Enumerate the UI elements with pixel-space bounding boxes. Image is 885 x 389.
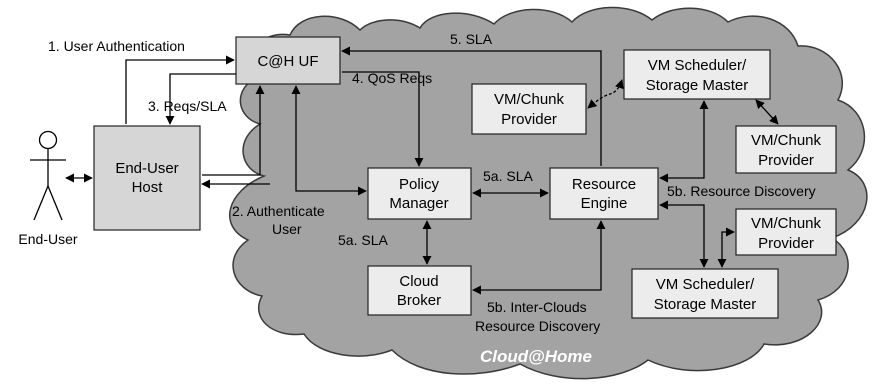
policy-manager-box [367, 167, 472, 220]
resource-engine-box [549, 167, 659, 220]
sla-5a-left-label: 5a. SLA [338, 232, 388, 248]
actor-label: End-User [18, 231, 77, 247]
engine-scheduler1-arrow [659, 100, 709, 183]
qos-reqs-label: 4. QoS Reqs [352, 70, 432, 86]
sla-arrow [341, 46, 602, 166]
vm-scheduler-2-label-1: VM Scheduler/ [656, 276, 755, 293]
cloud-title: Cloud@Home [480, 347, 592, 366]
scheduler1-provider2-arrow [755, 99, 779, 125]
vm-chunk-provider-1-label-1: VM/Chunk [494, 91, 565, 108]
host-to-uf-arrow [202, 85, 265, 176]
scheduler2-provider3-arrow [717, 227, 735, 268]
user-auth-label: 1. User Authentication [48, 38, 185, 54]
resource-discovery-label: 5b. Resource Discovery [667, 183, 816, 199]
vm-scheduler-1-label-2: Storage Master [646, 77, 749, 94]
vm-chunk-provider-1-box [471, 83, 587, 135]
policy-manager-label-1: Policy [399, 176, 440, 193]
vm-chunk-provider-3-label-1: VM/Chunk [751, 215, 822, 232]
sla-5a-top-label: 5a. SLA [483, 168, 533, 184]
vm-chunk-provider-1-label-2: Provider [501, 111, 557, 128]
vm-chunk-provider-2-label-2: Provider [758, 152, 814, 169]
end-user-host-label-2: Host [132, 179, 164, 196]
cloud-broker-label-2: Broker [397, 292, 441, 309]
engine-scheduler2-arrow [659, 200, 709, 268]
authenticate-user-label-1: 2. Authenticate [232, 203, 325, 219]
vm-chunk-provider-3-label-2: Provider [758, 235, 814, 252]
vm-chunk-provider-2-box [735, 125, 837, 174]
resource-engine-label-2: Engine [581, 195, 628, 212]
user-auth-arrow [125, 55, 235, 124]
broker-engine-arrow [472, 220, 606, 295]
cloud-broker-box [367, 265, 472, 316]
end-user-host-label-1: End-User [115, 160, 178, 177]
uf-policy-arrow [291, 85, 367, 196]
vm-chunk-provider-3-box [735, 208, 837, 256]
vm-scheduler-2-box [631, 268, 779, 319]
cloud-broker-label-1: Cloud [399, 273, 438, 290]
ch-uf-label: C@H UF [257, 53, 318, 70]
vm-chunk-provider-2-label-1: VM/Chunk [751, 132, 822, 149]
resource-engine-label-1: Resource [572, 176, 636, 193]
policy-manager-label-2: Manager [389, 195, 448, 212]
vm-scheduler-2-label-2: Storage Master [654, 296, 757, 313]
end-user-actor [30, 130, 66, 221]
reqs-sla-label: 3. Reqs/SLA [148, 98, 227, 114]
actor-head-icon [38, 130, 58, 150]
ch-uf-box [235, 36, 341, 85]
authenticate-user-label-2: User [272, 221, 302, 237]
provider1-scheduler1-link [587, 79, 624, 109]
inter-clouds-label-2: Resource Discovery [475, 318, 600, 334]
reqs-sla-arrow [165, 73, 236, 125]
qos-reqs-arrow [342, 71, 424, 167]
vm-scheduler-1-box [623, 49, 771, 100]
end-user-host-box [93, 125, 201, 231]
sla-label: 5. SLA [450, 31, 493, 47]
vm-scheduler-1-label-1: VM Scheduler/ [648, 57, 747, 74]
inter-clouds-label-1: 5b. Inter-Clouds [487, 299, 587, 315]
